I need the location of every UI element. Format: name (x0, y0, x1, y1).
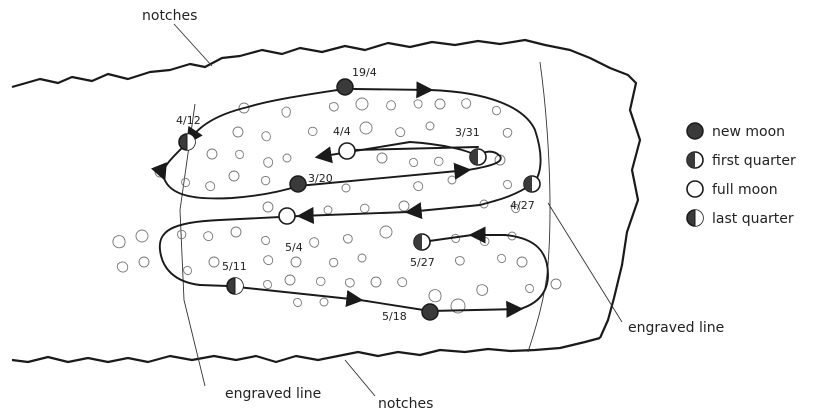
date-label-4-4: 4/4 (333, 125, 351, 138)
legend: new moon first quarter full moon last qu… (686, 122, 796, 227)
callout-engraved-line-right: engraved line (628, 320, 724, 336)
legend-new-moon-label: new moon (712, 124, 785, 140)
date-label-19-4: 19/4 (352, 66, 377, 79)
moon-marker-5-18 (421, 303, 439, 321)
date-label-3-31: 3/31 (455, 126, 480, 139)
leader-right-engraved (547, 202, 623, 323)
date-label-5-18: 5/18 (382, 310, 407, 323)
moon-marker-4-12 (178, 133, 196, 151)
moon-marker-5-4 (278, 207, 296, 225)
moon-marker-4-4 (338, 142, 356, 160)
callout-engraved-line-left: engraved line (225, 386, 321, 402)
moon-marker-5-27 (413, 233, 431, 251)
moon-marker-3-20 (289, 175, 307, 193)
engraved-line-right (527, 61, 551, 353)
legend-last-quarter-icon (686, 209, 704, 227)
legend-full-moon-label: full moon (712, 182, 778, 198)
date-label-4-12: 4/12 (176, 114, 201, 127)
moon-marker-5-11 (226, 277, 244, 295)
lunar-path (150, 81, 549, 318)
callout-top-notches: notches (142, 8, 197, 24)
legend-new-moon-icon (686, 122, 704, 140)
leader-top-notches (173, 23, 213, 67)
bone-bottom-edge (11, 336, 601, 364)
legend-full-moon-icon (686, 180, 704, 198)
date-label-4-27: 4/27 (510, 199, 535, 212)
date-label-3-20: 3/20 (308, 172, 333, 185)
bone-top-edge (11, 38, 642, 339)
engraved-pits (112, 97, 562, 314)
leader-bottom-notches (344, 359, 376, 397)
engraved-line-left (179, 103, 206, 387)
legend-first-quarter-label: first quarter (712, 153, 796, 169)
callout-bottom-notches: notches (378, 396, 433, 412)
legend-first-quarter-icon (686, 151, 704, 169)
moon-marker-4-27 (523, 175, 541, 193)
date-label-5-4: 5/4 (285, 241, 303, 254)
date-label-5-11: 5/11 (222, 260, 247, 273)
moon-marker-3-31 (469, 148, 487, 166)
moon-marker-19-4 (336, 78, 354, 96)
date-label-5-27: 5/27 (410, 256, 435, 269)
legend-last-quarter-label: last quarter (712, 211, 794, 227)
